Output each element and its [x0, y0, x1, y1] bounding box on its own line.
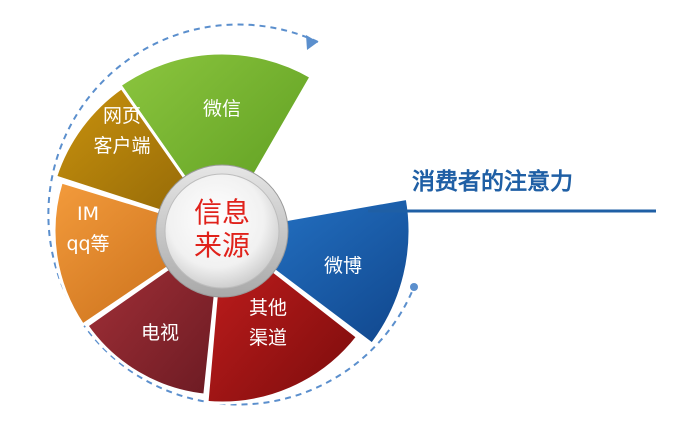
segment-wechat	[117, 51, 314, 234]
segment-label-other-channels-1: 其他	[249, 297, 287, 319]
segment-label-im-qq-2: qq等	[66, 233, 109, 255]
arc-end-dot	[410, 283, 418, 291]
segment-label-tv-1: 电视	[141, 322, 179, 344]
segment-im-qq	[52, 180, 226, 328]
heading: 消费者的注意力	[412, 169, 573, 195]
segment-label-other-channels-2: 渠道	[249, 327, 287, 349]
center-label-line-2: 来源	[194, 229, 250, 262]
segment-label-web-client-1: 网页	[103, 105, 141, 127]
segment-label-wechat-1: 微信	[203, 98, 241, 120]
arrow-head-icon	[306, 35, 318, 50]
center-label-line-1: 信息	[194, 196, 250, 229]
segment-label-web-client-2: 客户端	[93, 135, 150, 157]
segment-label-im-qq-1: IM	[77, 203, 99, 225]
segment-label-weibo-1: 微博	[324, 255, 362, 277]
center-hub: 信息 来源	[155, 164, 289, 298]
